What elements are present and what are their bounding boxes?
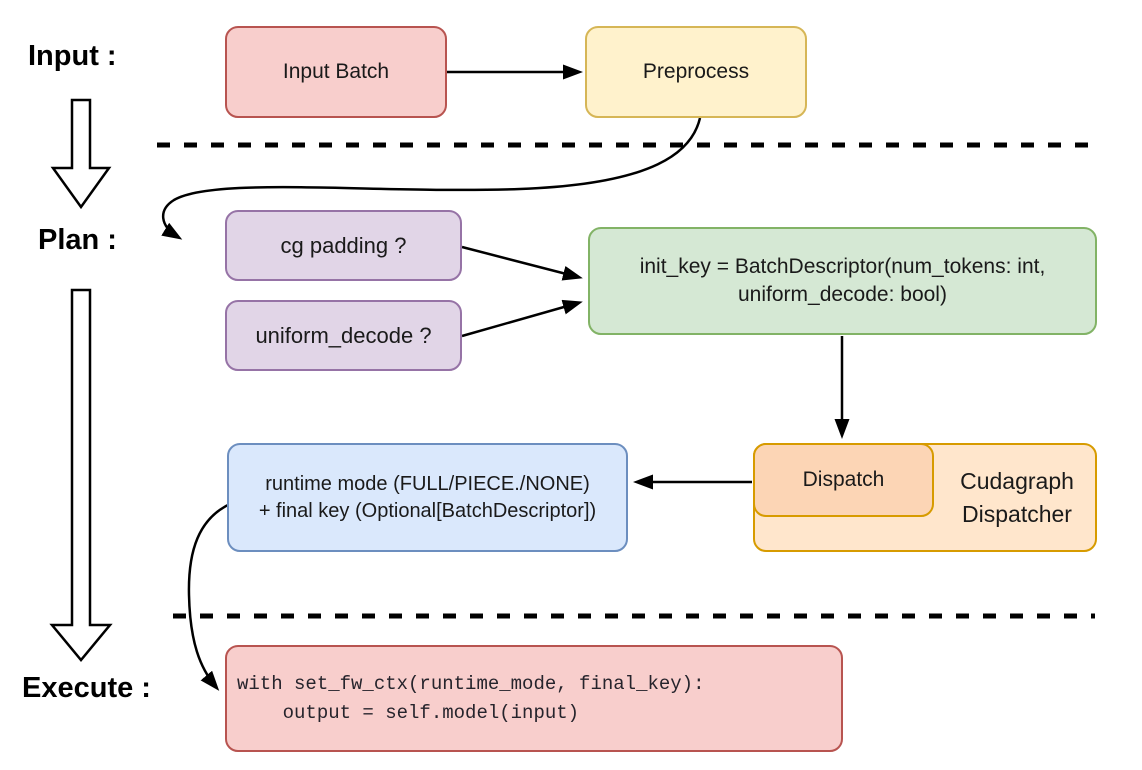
node-cg-padding-label: cg padding ?	[280, 232, 407, 258]
node-runtime-mode-line2: + final key (Optional[BatchDescriptor])	[258, 499, 597, 522]
stage-arrow-input-to-plan-icon	[50, 98, 112, 210]
node-input-batch: Input Batch	[225, 26, 447, 118]
node-dispatch-label: Dispatch	[802, 467, 885, 491]
execute-code-line1: with set_fw_ctx(runtime_mode, final_key)…	[237, 673, 705, 695]
node-init-key-line2: uniform_decode: bool)	[738, 283, 947, 306]
node-preprocess-label: Preprocess	[642, 59, 750, 83]
node-cg-padding: cg padding ?	[225, 210, 462, 281]
node-cudagraph-dispatcher-line2: Dispatcher	[962, 500, 1072, 527]
connector-cgpadding-initkey	[461, 245, 583, 281]
node-init-key: init_key = BatchDescriptor(num_tokens: i…	[588, 227, 1097, 335]
node-init-key-line1: init_key = BatchDescriptor(num_tokens: i…	[639, 254, 1046, 278]
node-uniform-decode: uniform_decode ?	[225, 300, 462, 371]
node-input-batch-label: Input Batch	[282, 59, 390, 83]
node-runtime-mode-line1: runtime mode (FULL/PIECE./NONE)	[265, 472, 590, 495]
stage-label-execute: Execute :	[22, 672, 151, 704]
execute-code-line2: output = self.model(input)	[237, 701, 580, 724]
node-preprocess: Preprocess	[585, 26, 807, 118]
node-uniform-decode-label: uniform_decode ?	[255, 322, 432, 348]
node-dispatch: Dispatch	[753, 443, 934, 517]
node-runtime-mode: runtime mode (FULL/PIECE./NONE) + final …	[227, 443, 628, 552]
stage-label-plan: Plan :	[38, 224, 117, 256]
node-cudagraph-dispatcher-line1: Cudagraph	[960, 468, 1074, 495]
node-execute-code: with set_fw_ctx(runtime_mode, final_key)…	[225, 645, 843, 752]
connector-uniformdecode-initkey	[461, 299, 583, 338]
stage-label-input: Input :	[28, 40, 117, 72]
stage-arrow-plan-to-execute-icon	[49, 288, 113, 662]
